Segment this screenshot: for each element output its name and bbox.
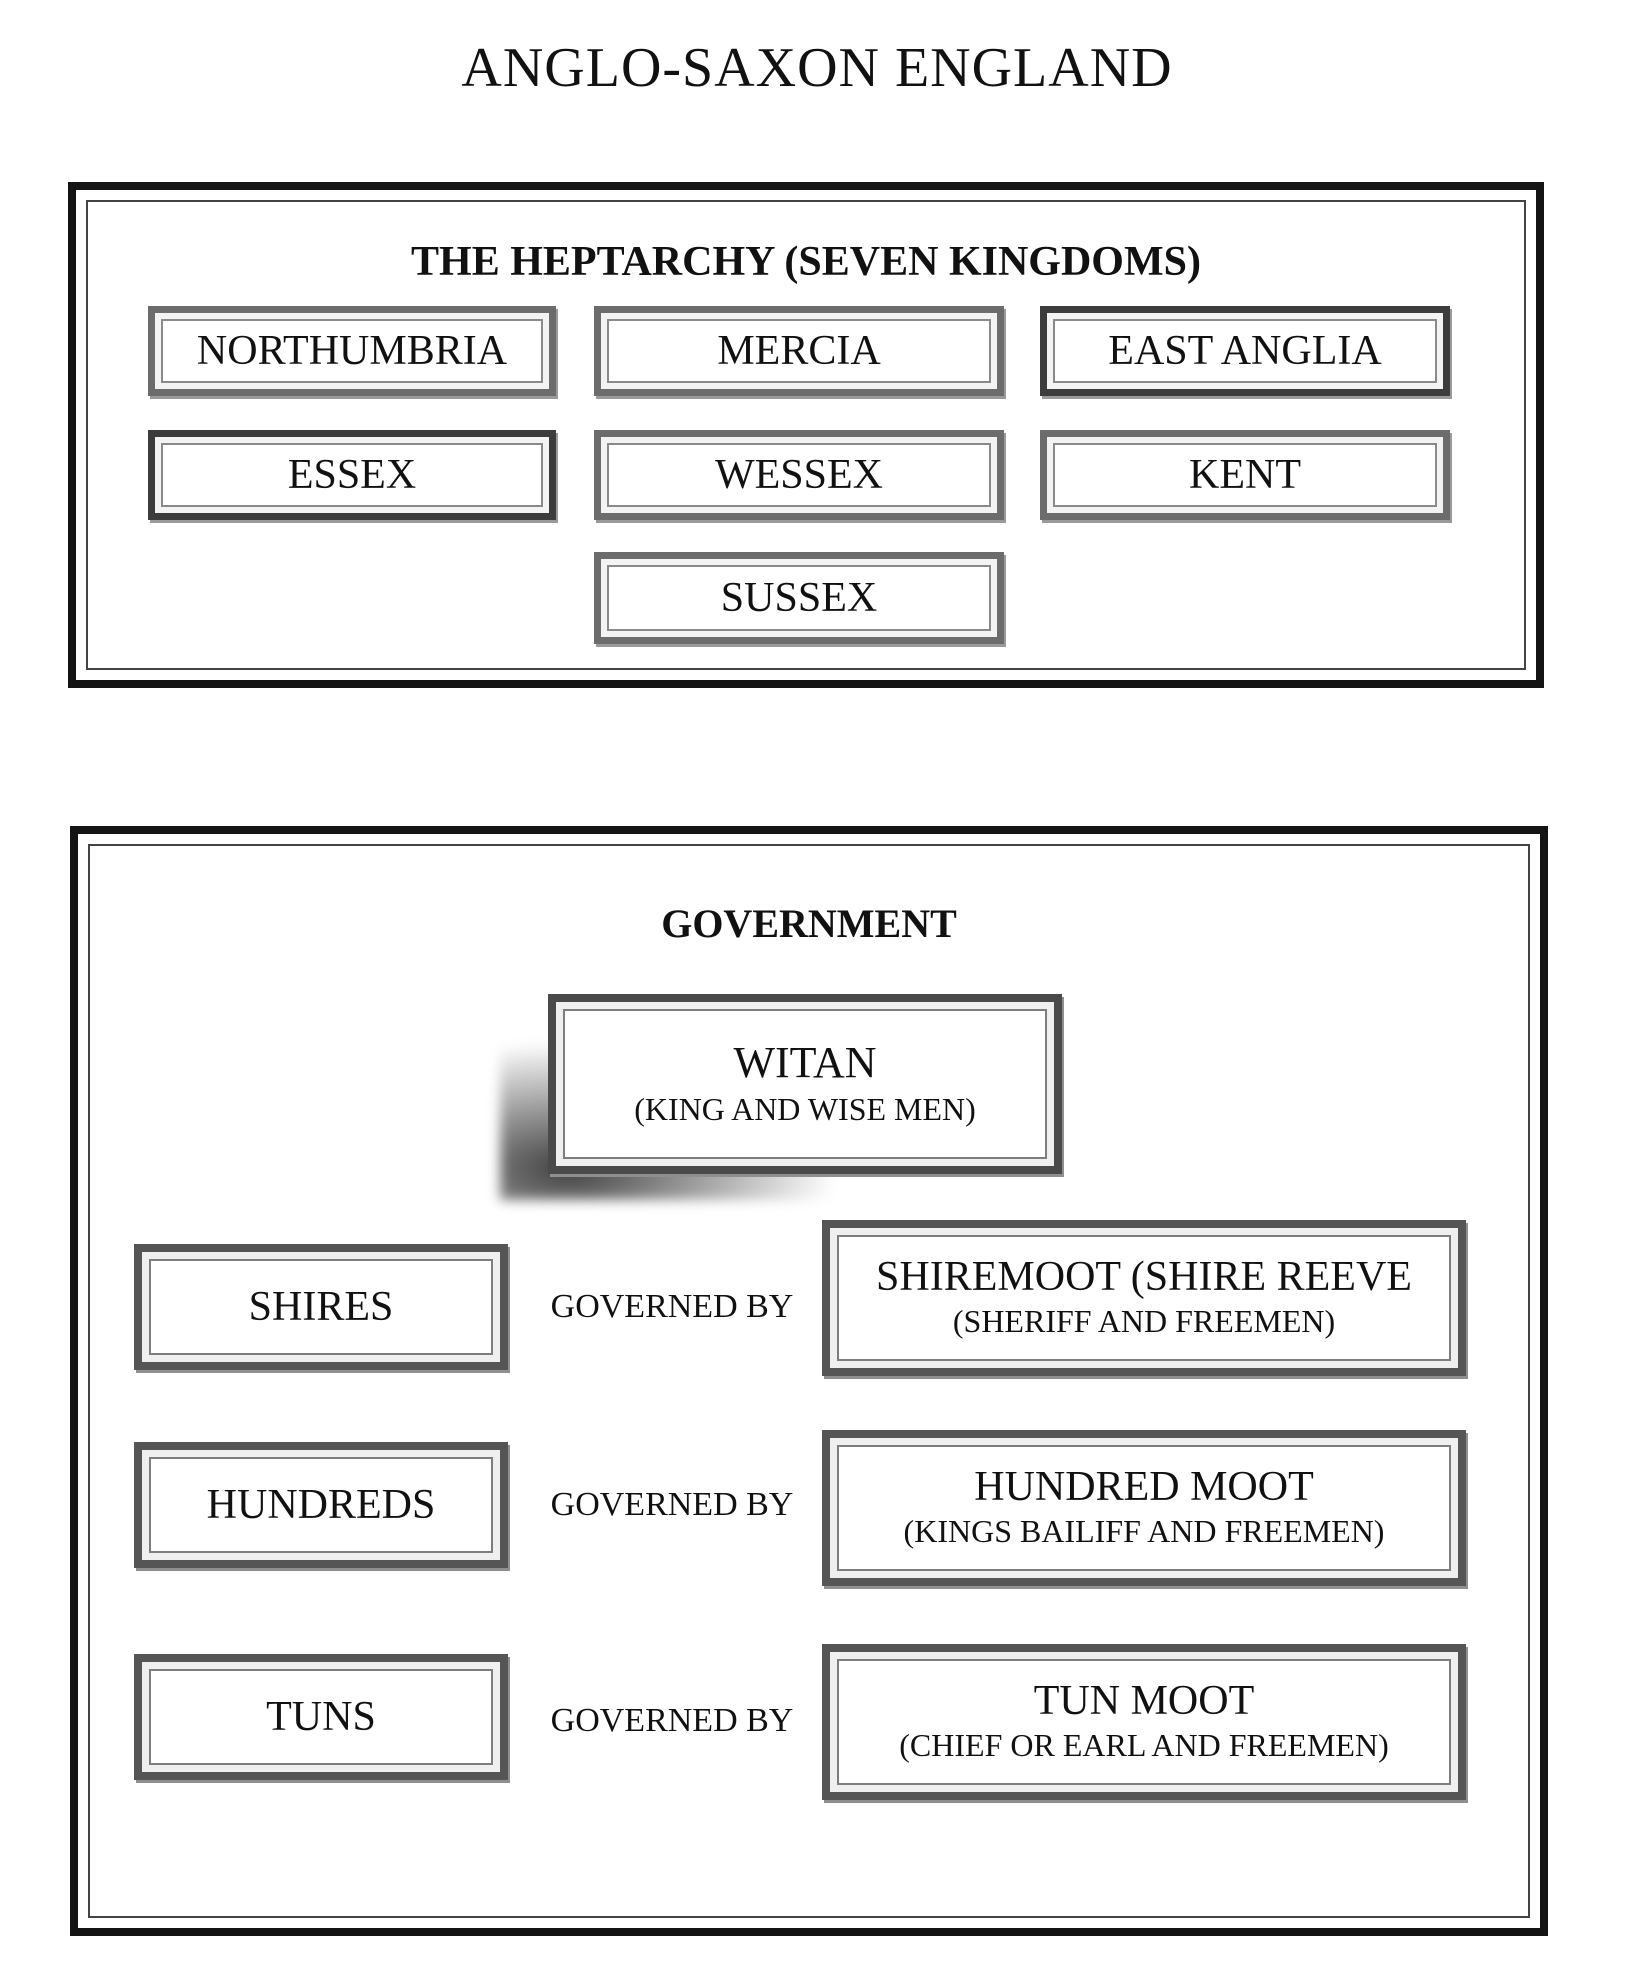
body-box-tun-moot: TUN MOOT (CHIEF OR EARL AND FREEMEN) [822, 1644, 1466, 1800]
body-box-shiremoot: SHIREMOOT (SHIRE REEVE (SHERIFF AND FREE… [822, 1220, 1466, 1376]
unit-label: SHIRES [248, 1283, 394, 1330]
body-detail: (SHERIFF AND FREEMEN) [952, 1303, 1336, 1340]
page-title: ANGLO-SAXON ENGLAND [461, 37, 1173, 99]
governed-by-label: GOVERNED BY [550, 1288, 794, 1325]
governed-by-label: GOVERNED BY [550, 1702, 794, 1739]
kingdom-box-wessex: WESSEX [594, 430, 1004, 520]
unit-label: HUNDREDS [206, 1481, 436, 1528]
unit-box-shires: SHIRES [134, 1244, 508, 1370]
kingdom-box-mercia: MERCIA [594, 306, 1004, 396]
body-detail: (CHIEF OR EARL AND FREEMEN) [899, 1727, 1389, 1764]
witan-name: WITAN [733, 1037, 877, 1087]
kingdom-label: ESSEX [287, 452, 417, 498]
governed-by-label: GOVERNED BY [550, 1486, 794, 1523]
government-heading: GOVERNMENT [661, 901, 957, 946]
kingdom-label: MERCIA [717, 328, 881, 374]
witan-box: WITAN (KING AND WISE MEN) [548, 994, 1062, 1174]
body-box-hundred-moot: HUNDRED MOOT (KINGS BAILIFF AND FREEMEN) [822, 1430, 1466, 1586]
kingdom-label: EAST ANGLIA [1108, 328, 1382, 374]
kingdom-box-sussex: SUSSEX [594, 552, 1004, 644]
kingdom-box-kent: KENT [1040, 430, 1450, 520]
witan-detail: (KING AND WISE MEN) [634, 1090, 976, 1127]
unit-label: TUNS [266, 1693, 376, 1740]
body-name: TUN MOOT [1033, 1678, 1255, 1725]
body-name: HUNDRED MOOT [974, 1464, 1314, 1511]
heptarchy-heading: THE HEPTARCHY (SEVEN KINGDOMS) [411, 239, 1201, 285]
kingdom-box-essex: ESSEX [148, 430, 556, 520]
kingdom-box-east-anglia: EAST ANGLIA [1040, 306, 1450, 396]
kingdom-label: NORTHUMBRIA [196, 328, 508, 374]
unit-box-hundreds: HUNDREDS [134, 1442, 508, 1568]
kingdom-label: WESSEX [715, 452, 883, 498]
body-detail: (KINGS BAILIFF AND FREEMEN) [903, 1513, 1385, 1550]
kingdom-label: SUSSEX [720, 575, 878, 621]
body-name: SHIREMOOT (SHIRE REEVE [876, 1254, 1412, 1301]
kingdom-box-northumbria: NORTHUMBRIA [148, 306, 556, 396]
unit-box-tuns: TUNS [134, 1654, 508, 1780]
kingdom-label: KENT [1189, 452, 1301, 498]
